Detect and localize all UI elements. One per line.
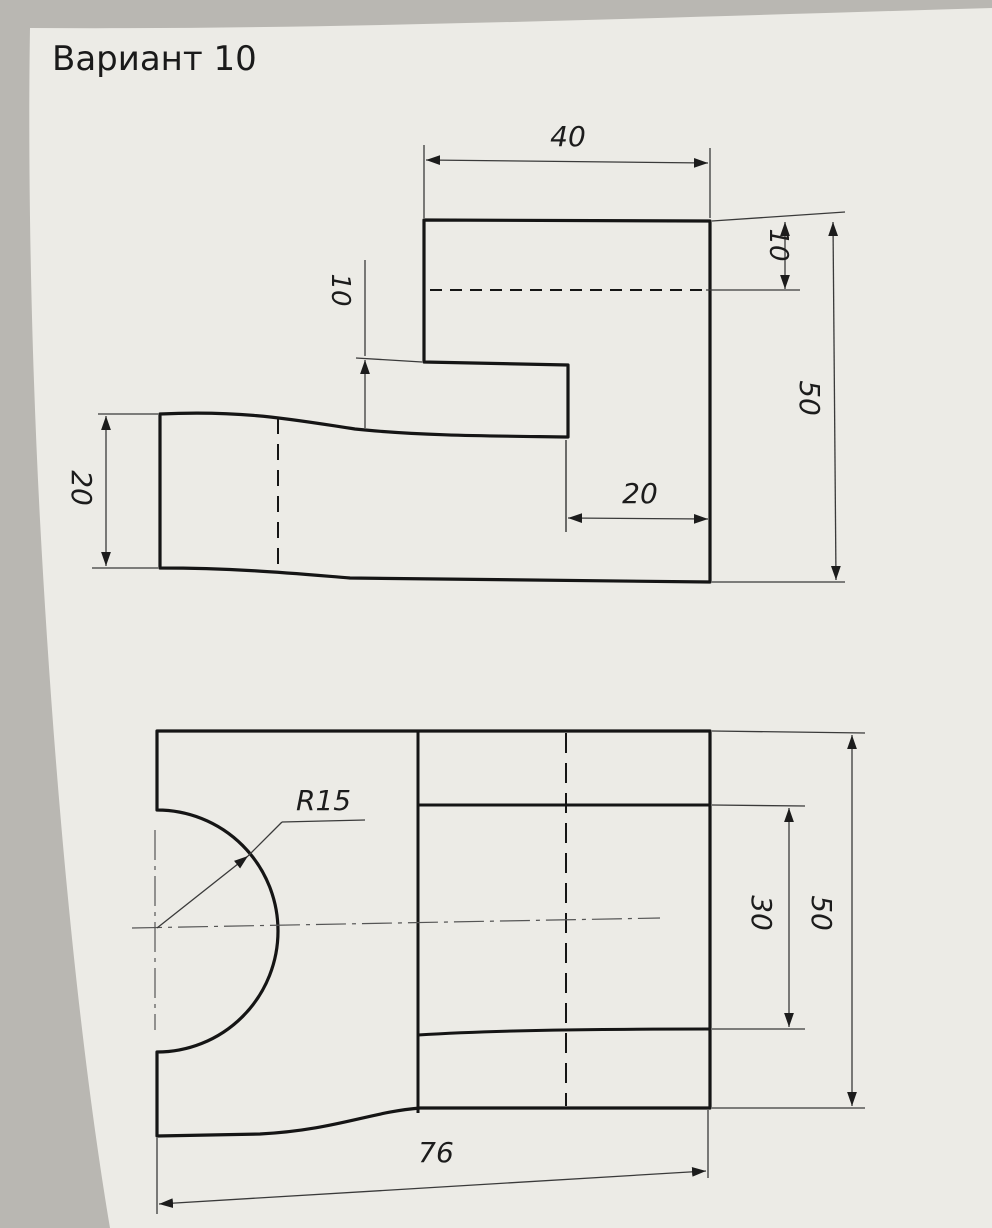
dim-label-76: 76 <box>418 1136 454 1169</box>
front-view-dimensions <box>92 145 846 583</box>
dim-label-30: 30 <box>745 895 778 931</box>
dim-line-20-notch <box>567 513 709 524</box>
front-view-outline <box>158 218 712 584</box>
page-title: Вариант 10 <box>52 39 257 79</box>
dim-label-20-left: 20 <box>65 470 98 506</box>
ext-line-50-top <box>711 730 866 734</box>
top-view-dimensions <box>156 730 866 1214</box>
top-view-dimension-labels: R15 30 50 76 <box>296 784 838 1169</box>
dim-label-50-top-view: 50 <box>805 895 838 931</box>
dim-label-r15: R15 <box>296 784 351 817</box>
dim-label-50-right: 50 <box>793 380 826 416</box>
ext-line-30-top <box>711 804 806 807</box>
dim-line-40 <box>425 155 709 168</box>
radius-leader-ext <box>247 821 283 857</box>
front-view <box>158 218 712 584</box>
top-view-outline <box>155 729 712 1138</box>
dim-label-40: 40 <box>550 120 586 153</box>
dim-label-20-notch: 20 <box>622 477 658 510</box>
radius-shelf <box>281 819 366 823</box>
ext-line-top-right <box>711 211 846 222</box>
front-view-dimension-labels: 40 10 50 10 20 20 <box>65 120 826 510</box>
paper-sheet <box>29 8 992 1228</box>
dim-line-76 <box>158 1166 707 1209</box>
dim-line-50-right <box>828 221 841 581</box>
top-view-centerlines <box>131 830 661 1030</box>
dim-label-10-left: 10 <box>325 273 355 306</box>
top-view-slot-bottom <box>417 1027 711 1037</box>
dim-label-10-right: 10 <box>763 228 793 261</box>
top-view-center-horizontal <box>131 917 661 929</box>
ext-line-step <box>355 357 423 363</box>
radius-leader <box>156 855 249 929</box>
